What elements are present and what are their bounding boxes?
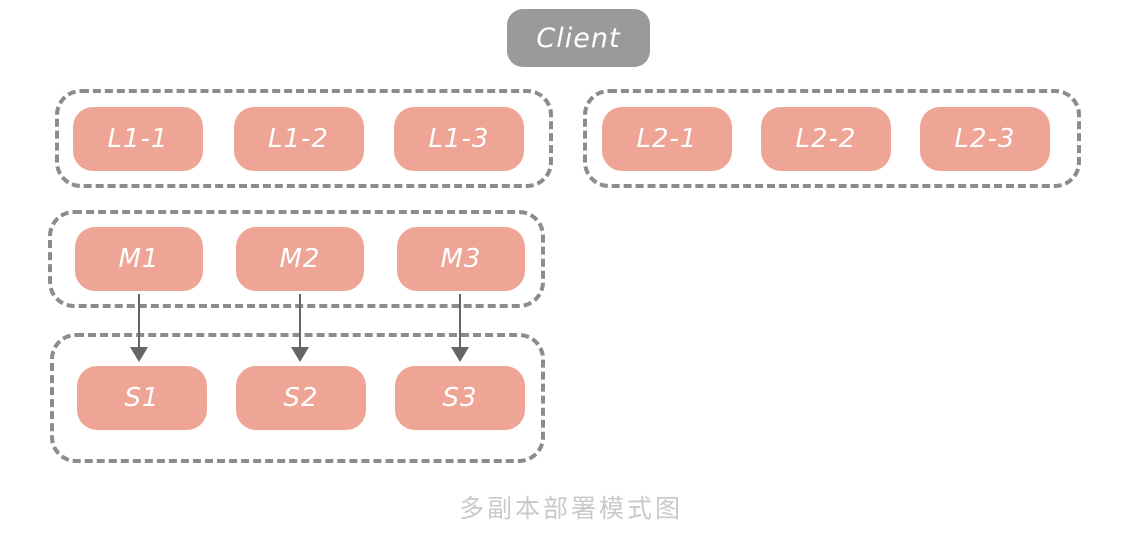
node-label: L1-2 [268, 123, 329, 154]
node-label: L2-2 [795, 123, 857, 154]
node-l2-1: L2-1 [602, 106, 732, 171]
arrow-down-icon [130, 347, 148, 362]
node-m3: M3 [397, 227, 525, 291]
node-label: S2 [283, 383, 319, 413]
node-m2: M2 [236, 227, 364, 291]
node-l1-2: L1-2 [233, 106, 364, 171]
node-l1-1: L1-1 [73, 106, 203, 171]
client-node: Client [507, 9, 650, 67]
node-label: S3 [442, 383, 478, 413]
node-label: L1-1 [107, 123, 169, 154]
node-label: L2-1 [636, 123, 698, 154]
node-label: L2-3 [954, 123, 1016, 154]
node-label: S1 [124, 383, 160, 413]
arrow-down-icon [291, 347, 309, 362]
node-s3: S3 [395, 366, 525, 430]
arrow-m1-to-s1 [130, 294, 148, 362]
group-m-replicas: M1 M2 M3 [48, 210, 545, 308]
arrow-shaft [138, 294, 140, 347]
node-label: L1-3 [428, 123, 490, 154]
diagram-caption: 多副本部署模式图 [458, 494, 683, 523]
node-label: M1 [118, 244, 160, 274]
arrow-m2-to-s2 [291, 294, 309, 362]
node-label: M3 [440, 244, 482, 274]
node-label: M2 [279, 244, 321, 274]
node-s1: S1 [77, 366, 207, 430]
node-l2-2: L2-2 [761, 106, 891, 171]
group-l1-replicas: L1-1 L1-2 L1-3 [55, 89, 553, 188]
client-node-label: Client [536, 22, 621, 54]
node-l2-3: L2-3 [920, 106, 1050, 171]
group-s-replicas: S1 S2 S3 [50, 333, 545, 463]
arrow-shaft [299, 294, 301, 347]
node-s2: S2 [236, 366, 366, 430]
arrow-m3-to-s3 [451, 294, 469, 362]
node-l1-3: L1-3 [394, 106, 524, 171]
arrow-down-icon [451, 347, 469, 362]
arrow-shaft [459, 294, 461, 347]
group-l2-replicas: L2-1 L2-2 L2-3 [583, 89, 1081, 188]
node-m1: M1 [75, 227, 203, 291]
